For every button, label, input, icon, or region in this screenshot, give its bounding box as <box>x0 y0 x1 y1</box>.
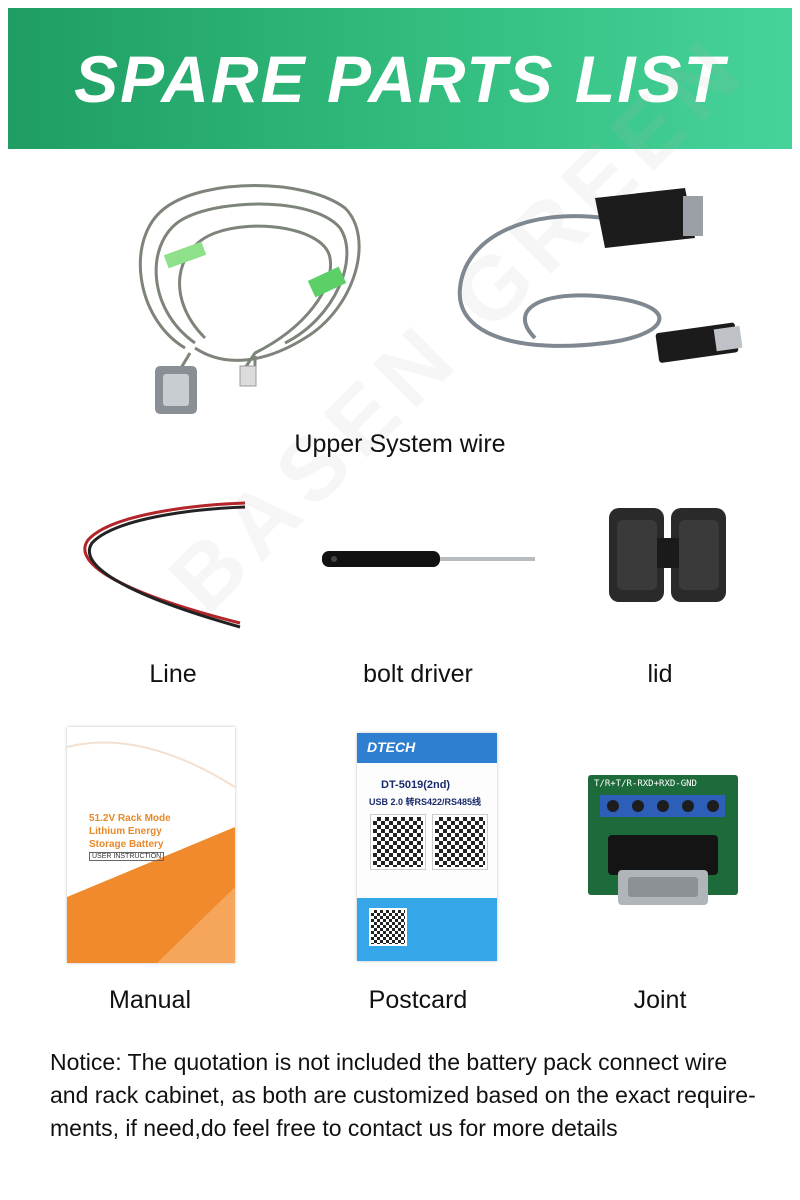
serial-cable-photo <box>138 184 361 414</box>
caption-upper-system-wire: Upper System wire <box>294 430 506 458</box>
caption-joint: Joint <box>633 986 687 1014</box>
usb-serial-adapter-photo <box>457 188 743 363</box>
caption-bolt-driver: bolt driver <box>363 660 473 688</box>
caption-manual: Manual <box>109 986 191 1014</box>
manual-title-1: 51.2V Rack Mode <box>89 813 171 824</box>
ferrite-lid-photo <box>609 508 726 602</box>
qr-code-small <box>369 908 407 946</box>
qr-code-right <box>433 815 487 869</box>
wire-line-photo <box>83 501 246 629</box>
caption-lid: lid <box>647 660 673 688</box>
page-title: SPARE PARTS LIST <box>74 41 726 116</box>
postcard-brand: DTECH <box>367 739 416 755</box>
manual-label: USER INSTRUCTION <box>89 852 165 861</box>
qr-code-left <box>371 815 425 869</box>
postcard-header <box>357 733 497 763</box>
joint-adapter: T/R+T/R-RXD+RXD-GND <box>588 775 738 925</box>
caption-postcard: Postcard <box>368 986 468 1014</box>
header-banner: SPARE PARTS LIST <box>8 8 792 149</box>
postcard-card: DTECH DT-5019(2nd) USB 2.0 转RS422/RS485线 <box>357 733 497 961</box>
manual-cover-art <box>67 741 235 963</box>
bolt-driver-photo <box>322 551 535 567</box>
caption-line: Line <box>149 660 197 688</box>
joint-pin-labels: T/R+T/R-RXD+RXD-GND <box>594 779 697 789</box>
manual-title-3: Storage Battery <box>89 839 164 850</box>
manual-cover: 51.2V Rack Mode Lithium Energy Storage B… <box>67 727 235 963</box>
notice-text: Notice: The quotation is not included th… <box>50 1049 756 1141</box>
manual-title-2: Lithium Energy <box>89 826 162 837</box>
postcard-subtitle: USB 2.0 转RS422/RS485线 <box>369 797 482 807</box>
postcard-model: DT-5019(2nd) <box>381 779 451 791</box>
joint-connector-art <box>600 795 725 905</box>
